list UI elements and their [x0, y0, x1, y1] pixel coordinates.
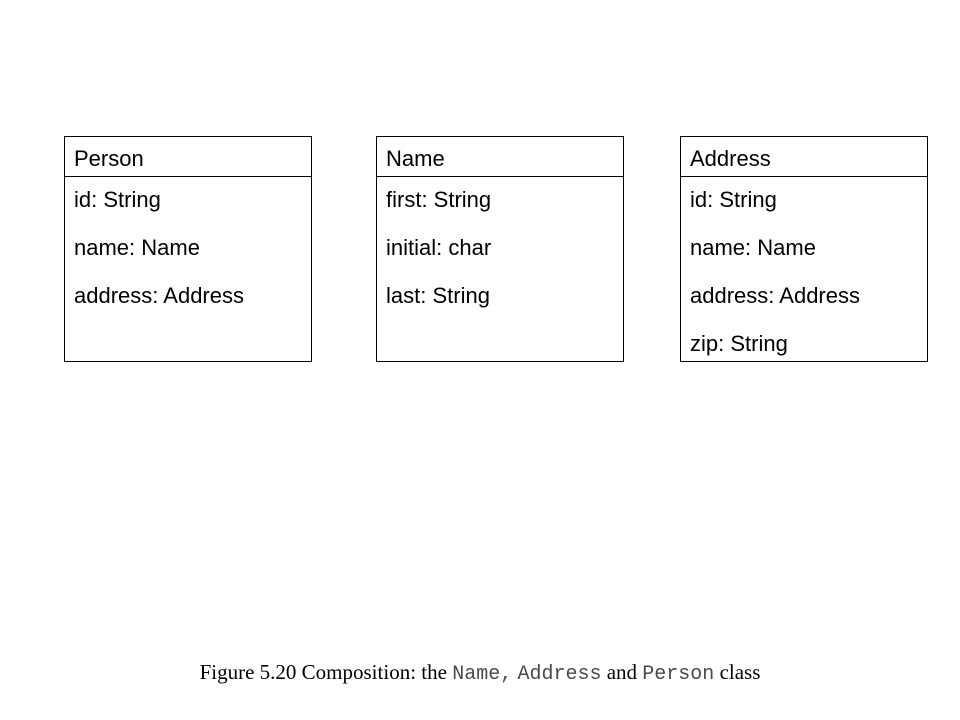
- attribute-list-person: id: String name: Name address: Address: [65, 177, 311, 326]
- caption-code-person: Person: [642, 663, 715, 686]
- attribute-person-address: address: Address: [74, 283, 244, 308]
- attribute-person-name: name: Name: [74, 235, 200, 260]
- class-box-address: Address id: String name: Name address: A…: [680, 136, 928, 362]
- class-name-address: Address: [681, 137, 927, 177]
- caption-code-name: Name,: [452, 663, 513, 686]
- attribute-name-last: last: String: [386, 283, 490, 308]
- attribute-address-address: address: Address: [690, 283, 860, 308]
- attribute-list-name: first: String initial: char last: String: [377, 177, 623, 326]
- attribute-name-first: first: String: [386, 187, 492, 212]
- attribute-address-zip: zip: String: [690, 331, 788, 356]
- class-box-name: Name first: String initial: char last: S…: [376, 136, 624, 362]
- attribute-name-initial: initial: char: [386, 235, 492, 260]
- caption-suffix: class: [719, 660, 761, 684]
- caption-middle: and: [606, 660, 638, 684]
- attribute-address-name: name: Name: [690, 235, 816, 260]
- attribute-list-address: id: String name: Name address: Address z…: [681, 177, 927, 374]
- figure-caption: Figure 5.20 Composition: the Name, Addre…: [0, 660, 960, 686]
- class-name-name: Name: [377, 137, 623, 177]
- caption-code-address: Address: [517, 663, 602, 686]
- caption-prefix: Figure 5.20 Composition: the: [199, 660, 453, 684]
- attribute-address-id: id: String: [690, 187, 777, 212]
- class-name-person: Person: [65, 137, 311, 177]
- attribute-person-id: id: String: [74, 187, 161, 212]
- class-box-person: Person id: String name: Name address: Ad…: [64, 136, 312, 362]
